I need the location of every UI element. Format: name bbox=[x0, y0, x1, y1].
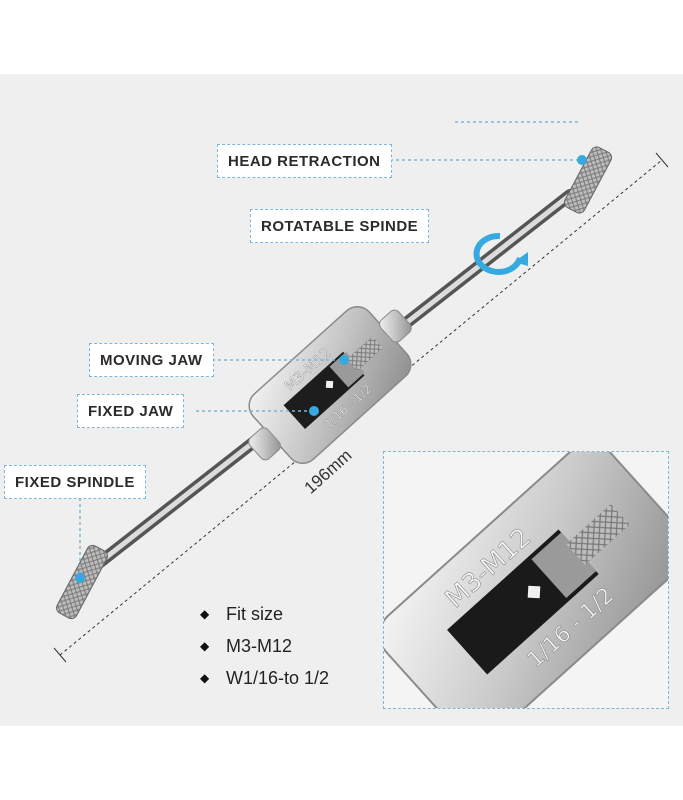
head-retraction-handle bbox=[563, 146, 613, 214]
callout-rotatable-spindle: ROTATABLE SPINDE bbox=[250, 209, 430, 243]
spec-text: W1/16-to 1/2 bbox=[226, 668, 330, 688]
callout-head-retraction: HEAD RETRACTION bbox=[217, 144, 392, 178]
diamond-bullet-icon: ◆ bbox=[200, 671, 210, 685]
callout-fixed-jaw: FIXED JAW bbox=[77, 394, 185, 428]
detail-inset: M3-M12 1/16 - 1/2 bbox=[383, 451, 669, 709]
inset-zoom-illustration: M3-M12 1/16 - 1/2 bbox=[384, 452, 668, 708]
spec-text: M3-M12 bbox=[226, 636, 293, 656]
spec-list: ◆ Fit size ◆ M3-M12 ◆ W1/16-to 1/2 bbox=[200, 598, 329, 694]
spec-item: ◆ W1/16-to 1/2 bbox=[200, 662, 329, 694]
callout-fixed-spindle: FIXED SPINDLE bbox=[4, 465, 146, 499]
diamond-bullet-icon: ◆ bbox=[200, 639, 210, 653]
diamond-bullet-icon: ◆ bbox=[200, 607, 210, 621]
spec-text: Fit size bbox=[226, 604, 284, 624]
callout-moving-jaw: MOVING JAW bbox=[89, 343, 214, 377]
spec-item: ◆ M3-M12 bbox=[200, 630, 329, 662]
spec-item: ◆ Fit size bbox=[200, 598, 329, 630]
rotation-arrow-icon bbox=[473, 232, 528, 275]
dimension-line bbox=[59, 159, 663, 656]
